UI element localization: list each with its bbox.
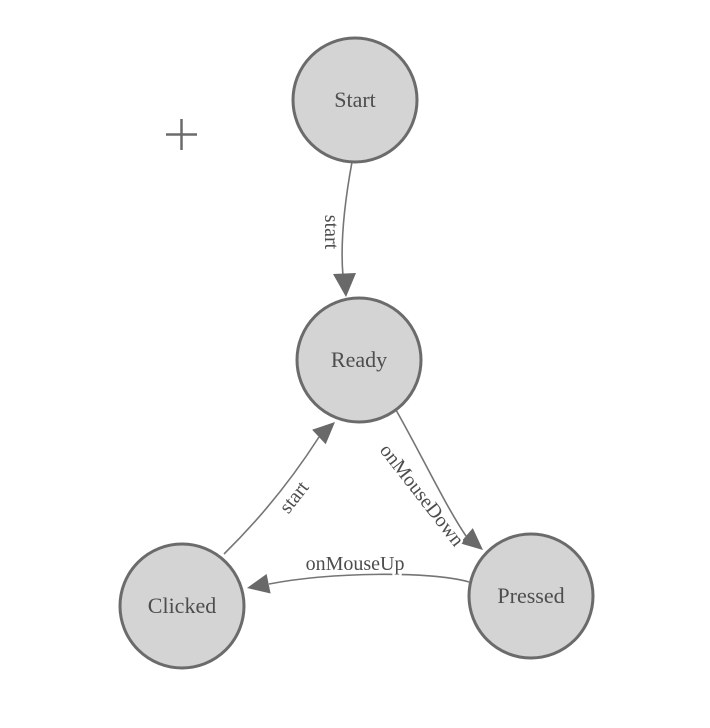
state-circle[interactable] xyxy=(467,532,595,660)
state-circle[interactable] xyxy=(291,36,419,164)
edge-label-onmouseup: onMouseUp xyxy=(306,553,405,575)
edge-clicked-to-ready[interactable]: start xyxy=(223,422,335,555)
edge-label-start-diagonal: start xyxy=(275,477,314,518)
edge-line[interactable] xyxy=(395,409,467,537)
state-node-start[interactable]: Start xyxy=(291,36,419,164)
state-label: Start xyxy=(334,87,376,112)
state-circle[interactable] xyxy=(118,542,246,670)
edge-pressed-to-clicked[interactable]: onMouseUp xyxy=(247,551,470,594)
crosshair-plus-icon xyxy=(166,119,197,150)
state-circle[interactable] xyxy=(295,296,423,424)
arrowhead-icon xyxy=(333,273,356,297)
edge-ready-to-pressed[interactable]: onMouseDown xyxy=(373,409,483,553)
arrowhead-icon xyxy=(459,528,483,550)
state-node-pressed[interactable]: Pressed xyxy=(467,532,595,660)
state-label: Clicked xyxy=(148,593,216,618)
edge-start-to-ready[interactable]: start xyxy=(318,161,356,297)
state-label: Ready xyxy=(331,347,387,372)
edge-label-start-top: start xyxy=(320,215,342,250)
edge-line[interactable] xyxy=(223,436,320,555)
arrowhead-icon xyxy=(312,422,335,445)
edge-line[interactable] xyxy=(268,573,470,585)
arrowhead-icon xyxy=(247,574,271,594)
state-label: Pressed xyxy=(497,583,564,608)
state-node-clicked[interactable]: Clicked xyxy=(118,542,246,670)
state-node-ready[interactable]: Ready xyxy=(295,296,423,424)
edge-line[interactable] xyxy=(341,161,353,277)
